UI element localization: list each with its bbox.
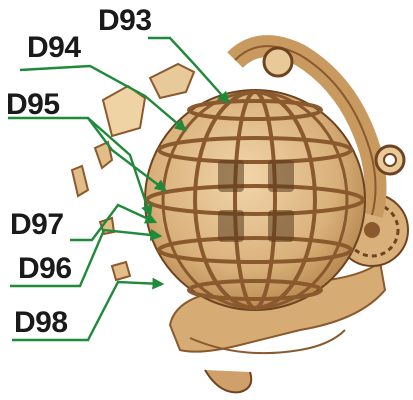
leader-d96 <box>10 228 163 288</box>
leader-d94 <box>19 64 187 132</box>
top-arc-frame <box>227 35 406 218</box>
leader-d95 <box>8 116 167 192</box>
loose-parts <box>70 62 196 282</box>
leader-lines <box>8 36 230 342</box>
leader-d98 <box>12 277 165 342</box>
callout-label-d97: D97 <box>10 208 64 241</box>
callout-label-d96: D96 <box>18 252 72 285</box>
callout-label-d93: D93 <box>98 4 152 37</box>
callout-label-d98: D98 <box>14 306 68 339</box>
leader-d97 <box>70 203 158 242</box>
callout-label-d94: D94 <box>27 31 81 64</box>
globe-sphere <box>144 89 366 311</box>
leader-d95b <box>87 117 153 218</box>
callout-label-d95: D95 <box>6 88 60 121</box>
leader-d93 <box>148 36 230 104</box>
